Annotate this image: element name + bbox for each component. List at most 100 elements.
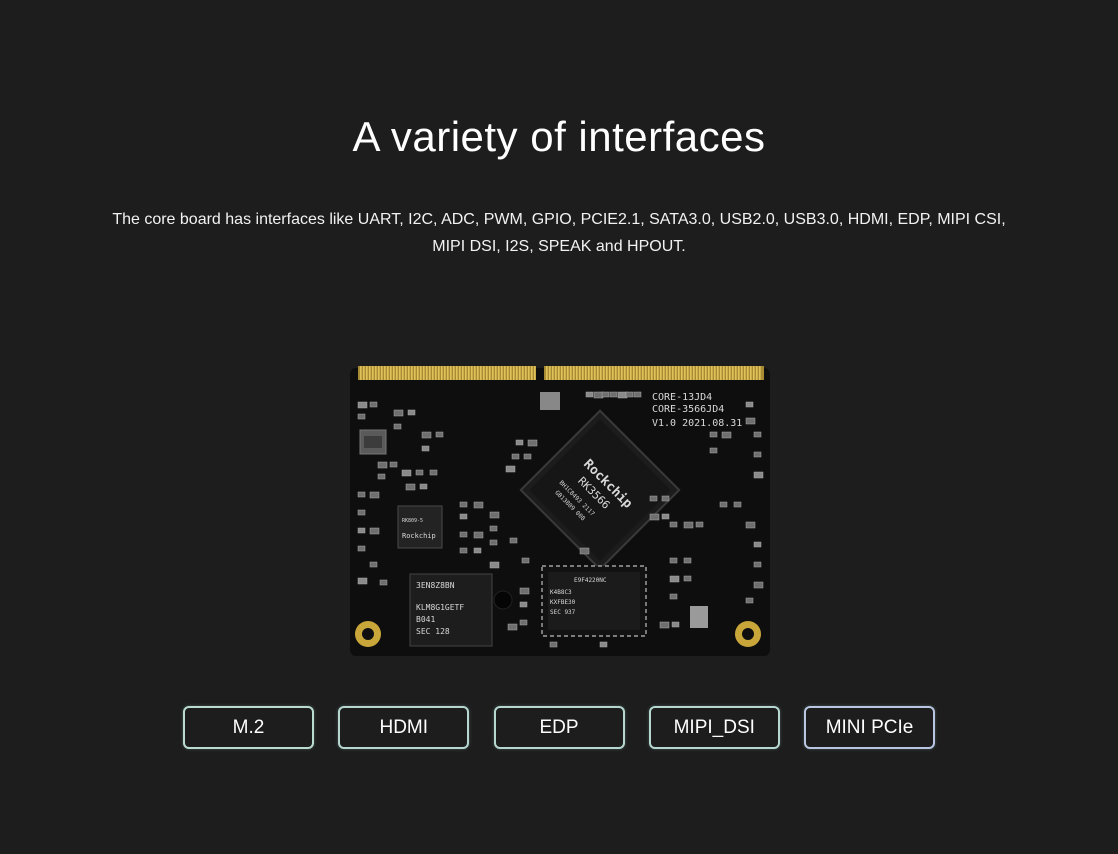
smd-component bbox=[609, 391, 618, 398]
core-board-image: CORE-13JD4 CORE-3566JD4 V1.0 2021.08.31 … bbox=[350, 362, 770, 658]
smd-component bbox=[489, 525, 498, 532]
smd-component bbox=[519, 619, 528, 626]
smd-component bbox=[683, 557, 692, 564]
smd-component bbox=[753, 541, 762, 548]
interface-edp-button[interactable]: EDP bbox=[493, 706, 625, 749]
interface-hdmi-button[interactable]: HDMI bbox=[338, 706, 470, 749]
smd-component bbox=[407, 409, 416, 416]
smd-component bbox=[719, 501, 728, 508]
smd-component bbox=[507, 623, 518, 631]
smd-component bbox=[721, 431, 732, 439]
smd-component bbox=[379, 579, 388, 586]
smd-component bbox=[523, 453, 532, 460]
smd-component bbox=[435, 431, 444, 438]
smd-component bbox=[459, 513, 468, 520]
emmc-line-1: KLM8G1GETF bbox=[416, 603, 464, 612]
passive-components bbox=[357, 391, 764, 648]
smd-component bbox=[709, 431, 718, 438]
smd-component bbox=[753, 431, 762, 438]
mounting-hole-left bbox=[355, 621, 381, 647]
smd-component bbox=[369, 401, 378, 408]
smd-component bbox=[601, 391, 610, 398]
gold-finger-connector bbox=[358, 366, 764, 380]
smd-component bbox=[745, 401, 754, 408]
smd-component bbox=[527, 439, 538, 447]
smd-component bbox=[489, 511, 500, 519]
smd-component bbox=[421, 445, 430, 452]
silk-line-3: V1.0 2021.08.31 bbox=[652, 418, 742, 429]
smd-component bbox=[745, 417, 756, 425]
interface-mipi-dsi-button[interactable]: MIPI_DSI bbox=[648, 706, 780, 749]
small-component bbox=[540, 392, 560, 410]
soc-chip: Rockchip RK3566 BH1C8493 2117 GB13809 00… bbox=[519, 409, 681, 571]
smd-component bbox=[459, 501, 468, 508]
smd-component bbox=[659, 621, 670, 629]
smd-component bbox=[753, 471, 764, 479]
smd-component bbox=[357, 509, 366, 516]
mounting-hole-right bbox=[735, 621, 761, 647]
smd-component bbox=[505, 465, 516, 473]
smd-component bbox=[419, 483, 428, 490]
smd-component bbox=[459, 547, 468, 554]
pmic-line-2: Rockchip bbox=[402, 532, 436, 540]
smd-component bbox=[473, 547, 482, 554]
smd-component bbox=[599, 641, 608, 648]
emmc-line-2: B041 bbox=[416, 615, 435, 624]
smd-component bbox=[753, 561, 762, 568]
smd-component bbox=[671, 621, 680, 628]
smd-component bbox=[357, 401, 368, 409]
interface-mini-pcie-button[interactable]: MINI PCIe bbox=[804, 706, 935, 749]
smd-component bbox=[519, 601, 528, 608]
smd-component bbox=[633, 391, 642, 398]
silk-line-2: CORE-3566JD4 bbox=[652, 404, 724, 415]
smd-component bbox=[683, 521, 694, 529]
smd-component bbox=[357, 527, 366, 534]
emmc-line-4: 3EN8Z8BN bbox=[416, 581, 455, 590]
smd-component bbox=[669, 521, 678, 528]
interfaces-description: The core board has interfaces like UART,… bbox=[112, 211, 1006, 255]
smd-component bbox=[489, 539, 498, 546]
smd-component bbox=[745, 597, 754, 604]
smd-component bbox=[393, 423, 402, 430]
smd-component bbox=[549, 641, 558, 648]
interface-buttons: M.2 HDMI EDP MIPI_DSI MINI PCIe bbox=[183, 706, 935, 750]
smd-component bbox=[669, 557, 678, 564]
smd-component bbox=[683, 575, 692, 582]
board-hole bbox=[493, 590, 513, 610]
smd-component bbox=[369, 561, 378, 568]
smd-component bbox=[669, 593, 678, 600]
smd-component bbox=[377, 461, 388, 469]
smd-component bbox=[357, 577, 368, 585]
smd-component bbox=[519, 587, 530, 595]
smd-component bbox=[625, 391, 634, 398]
smd-component bbox=[733, 501, 742, 508]
smd-component bbox=[669, 575, 680, 583]
smd-component bbox=[459, 531, 468, 538]
smd-component bbox=[661, 495, 670, 502]
smd-component bbox=[489, 561, 500, 569]
interface-m2-button[interactable]: M.2 bbox=[183, 706, 314, 749]
ram-line-2: K4B8C3 bbox=[550, 589, 572, 596]
smd-component bbox=[357, 413, 366, 420]
smd-component bbox=[753, 581, 764, 589]
emmc-line-3: SEC 128 bbox=[416, 627, 450, 636]
smd-component bbox=[357, 491, 366, 498]
smd-component bbox=[661, 513, 670, 520]
ram-line-4: SEC 937 bbox=[550, 609, 576, 616]
smd-component bbox=[709, 447, 718, 454]
smd-component bbox=[585, 391, 594, 398]
smd-component bbox=[753, 451, 762, 458]
page-title: A variety of interfaces bbox=[352, 113, 766, 160]
smd-component bbox=[421, 431, 432, 439]
small-component bbox=[690, 606, 708, 628]
smd-component bbox=[515, 439, 524, 446]
smd-component bbox=[649, 495, 658, 502]
pmic-line-1: RK809-5 bbox=[402, 518, 423, 524]
smd-component bbox=[579, 547, 590, 555]
smd-component bbox=[617, 391, 628, 399]
smd-component bbox=[357, 545, 366, 552]
smd-component bbox=[695, 521, 704, 528]
smd-component bbox=[369, 527, 380, 535]
smd-component bbox=[509, 537, 518, 544]
emmc-chip: 3EN8Z8BN KLM8G1GETF B041 SEC 128 bbox=[409, 573, 493, 647]
